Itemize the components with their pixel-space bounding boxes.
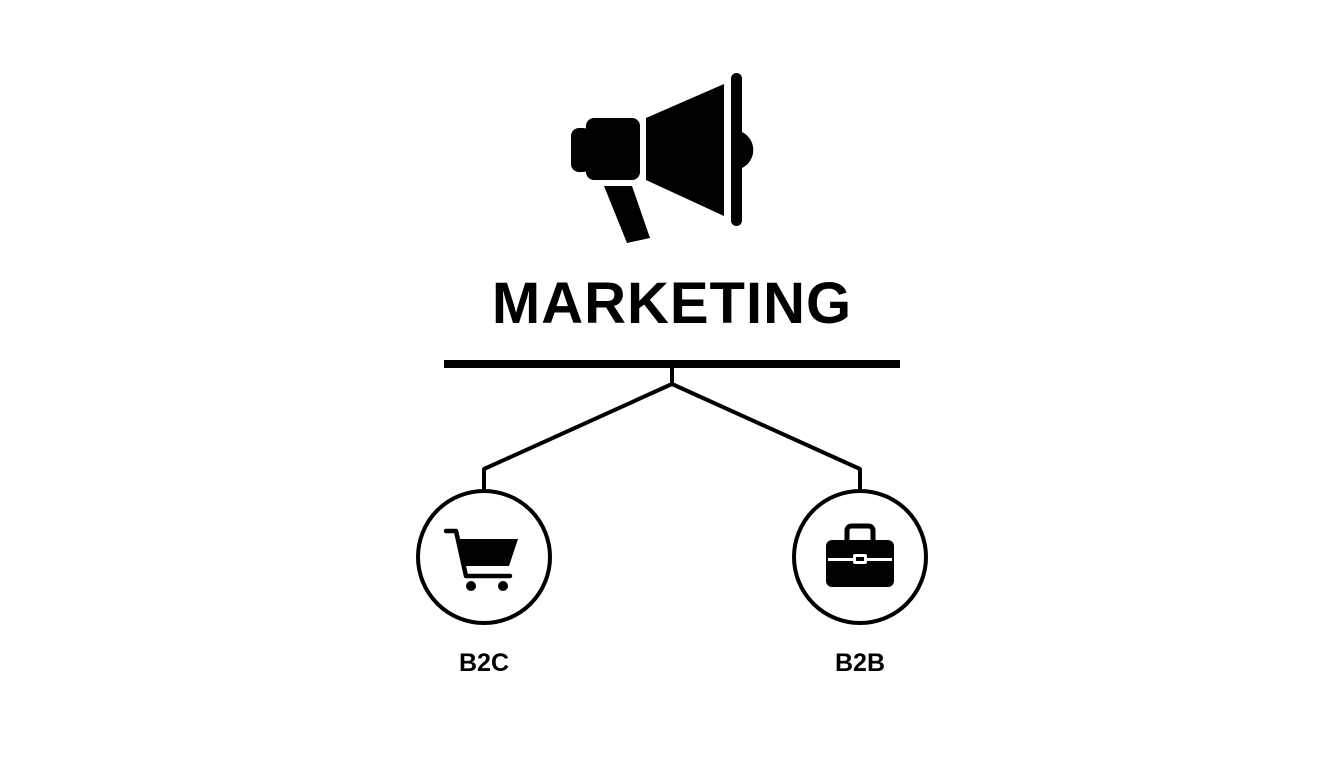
title-underline bbox=[444, 360, 900, 368]
briefcase-icon bbox=[826, 523, 894, 587]
diagram-title: MARKETING bbox=[491, 271, 853, 336]
b2c-label: B2C bbox=[458, 649, 509, 677]
shopping-cart-icon bbox=[443, 528, 518, 591]
megaphone-icon bbox=[571, 73, 754, 243]
b2b-label: B2B bbox=[834, 649, 885, 677]
connector-lines bbox=[482, 368, 862, 492]
